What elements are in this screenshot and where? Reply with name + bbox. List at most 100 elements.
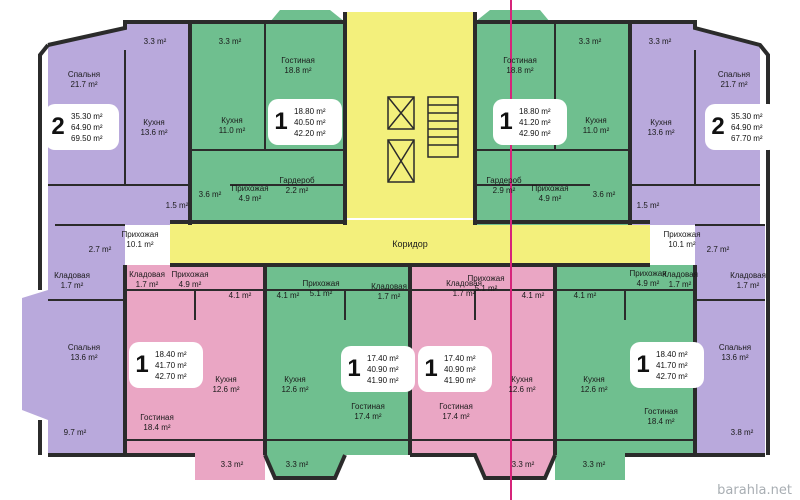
room-area: 1.7 m² — [135, 280, 159, 289]
room-label: 3.6 m² — [593, 190, 616, 200]
room-name: Прихожая — [121, 230, 159, 239]
gross-area: 67.70 m² — [731, 133, 763, 143]
room-label: 9.7 m² — [64, 428, 87, 438]
total-area: 40.50 m² — [294, 117, 326, 127]
bay-lower-c — [475, 455, 555, 478]
room-name: Прихожая — [231, 184, 269, 193]
room-name: Кладовая — [730, 271, 766, 280]
room-area: 12.6 m² — [580, 385, 608, 394]
room-area: 13.6 m² — [70, 353, 98, 362]
living-area: 18.40 m² — [656, 349, 688, 359]
room-name: Гардероб — [279, 176, 315, 185]
total-area: 40.90 m² — [367, 364, 399, 374]
room-area: 11.0 m² — [582, 126, 610, 135]
room-label: 3.3 m² — [144, 37, 167, 47]
room-name: Кладовая — [662, 270, 698, 279]
room-name: Кухня — [583, 375, 605, 384]
room-area: 3.3 m² — [143, 37, 167, 46]
room-count: 1 — [636, 351, 650, 378]
apartment-badge: 2 35.30 m² 64.90 m² 69.50 m² — [45, 104, 119, 150]
room-area: 18.4 m² — [143, 423, 171, 432]
total-area: 64.90 m² — [71, 122, 103, 132]
stair-core — [345, 12, 475, 218]
room-area: 12.6 m² — [508, 385, 536, 394]
corridor — [170, 220, 650, 265]
bay-left-lower — [22, 290, 48, 420]
outer-wall-bottom — [48, 453, 765, 480]
room-label: 3.3 m² — [286, 460, 309, 470]
room-name: Прихожая — [629, 269, 667, 278]
room-area: 18.8 m² — [506, 66, 534, 75]
room-name: Спальня — [67, 343, 101, 352]
room-count: 1 — [135, 351, 149, 378]
room-area: 13.6 m² — [140, 128, 168, 137]
room-name: Прихожая — [302, 279, 340, 288]
room-area: 2.7 m² — [88, 245, 112, 254]
room-area: 10.1 m² — [668, 240, 696, 249]
apartment-badge: 1 17.40 m² 40.90 m² 41.90 m² — [341, 346, 415, 392]
room-name: Прихожая — [531, 184, 569, 193]
room-name: Кладовая — [54, 271, 90, 280]
apartment-1room-lower-d — [555, 265, 695, 455]
outer-wall-leftside — [38, 43, 50, 455]
room-label: 1.5 m² — [637, 201, 660, 211]
room-area: 3.3 m² — [648, 37, 672, 46]
room-area: 1.5 m² — [636, 201, 660, 210]
living-area: 17.40 m² — [444, 353, 476, 363]
room-area: 1.7 m² — [452, 289, 476, 298]
room-name: Гостиная — [140, 413, 174, 422]
room-name: Кладовая — [446, 279, 482, 288]
stairs — [427, 96, 459, 158]
room-area: 1.7 m² — [377, 292, 401, 301]
room-area: 5.1 m² — [474, 284, 498, 293]
bay-lower-a — [195, 455, 265, 480]
room-area: 1.7 m² — [668, 280, 692, 289]
room-name: Коридор — [392, 239, 428, 249]
room-area: 3.3 m² — [218, 37, 242, 46]
room-label: 4.1 m² — [574, 291, 597, 301]
room-label: 4.1 m² — [277, 291, 300, 301]
watermark: barahla.net — [717, 483, 792, 498]
room-label: 3.6 m² — [199, 190, 222, 200]
room-area: 2.7 m² — [706, 245, 730, 254]
elevators-and-stairs — [387, 96, 459, 183]
room-label: 2.7 m² — [707, 245, 730, 255]
living-area: 18.80 m² — [294, 106, 326, 116]
room-name: Спальня — [717, 70, 751, 79]
gross-area: 41.90 m² — [367, 375, 399, 385]
apartment-badge: 1 17.40 m² 40.90 m² 41.90 m² — [418, 346, 492, 392]
room-name: Прихожая — [467, 274, 505, 283]
room-name: Гостиная — [439, 402, 473, 411]
apartment-badge: 1 18.80 m² 40.50 m² 42.20 m² — [268, 99, 342, 145]
room-area: 17.4 m² — [442, 412, 470, 421]
room-label: 1.5 m² — [166, 201, 189, 211]
outer-wall-left — [47, 20, 345, 47]
living-area: 17.40 m² — [367, 353, 399, 363]
room-area: 3.6 m² — [198, 190, 222, 199]
room-label: Коридор — [392, 239, 428, 249]
room-area: 4.9 m² — [538, 194, 562, 203]
gross-area: 42.20 m² — [294, 128, 326, 138]
room-area: 3.8 m² — [730, 428, 754, 437]
apartment-badge: 1 18.80 m² 41.20 m² 42.90 m² — [493, 99, 567, 145]
